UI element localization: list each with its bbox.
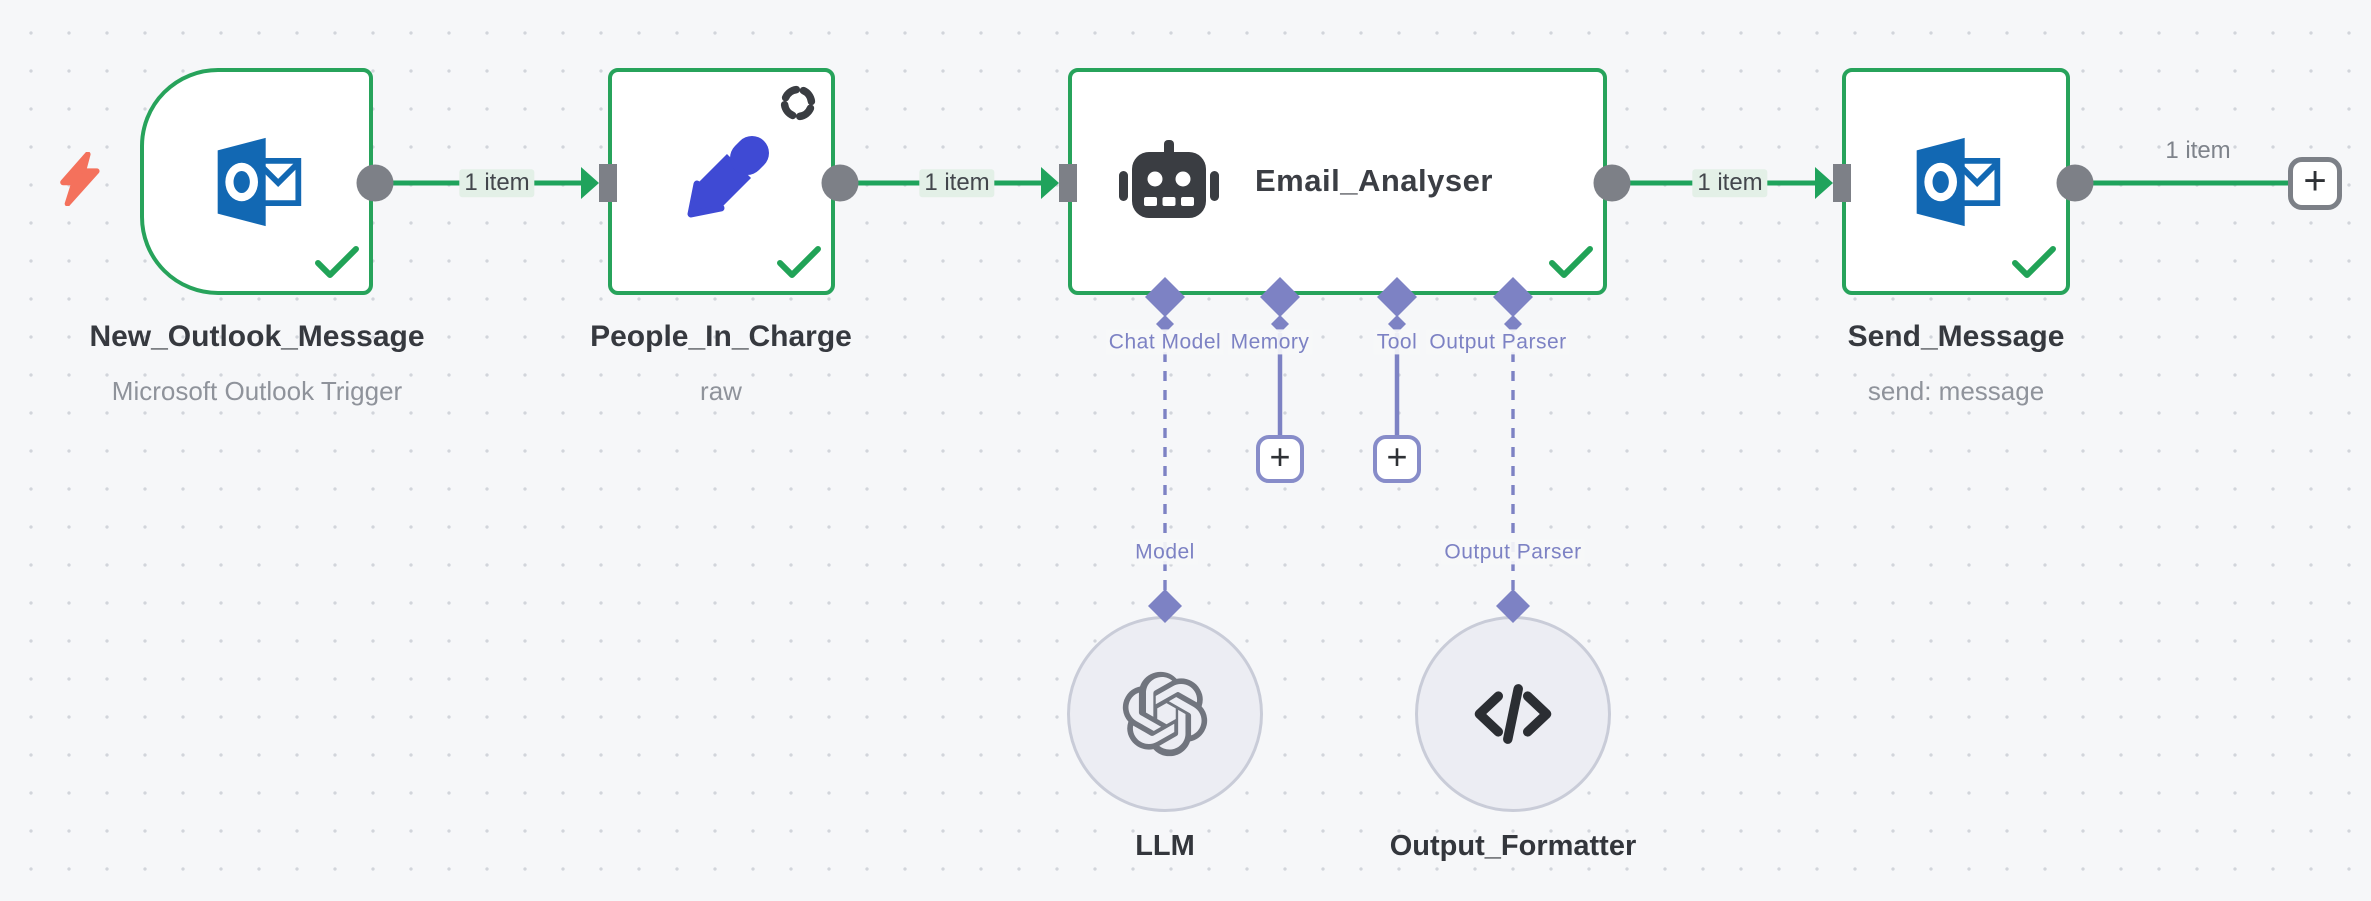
port-diamond-tool[interactable] — [1377, 277, 1417, 317]
outlook-icon — [1916, 137, 2001, 227]
input-handle-set[interactable] — [599, 164, 617, 202]
code-icon — [1474, 684, 1552, 744]
arrowhead-icon — [1815, 167, 1833, 199]
pencil-icon — [687, 136, 769, 218]
outlook-icon — [217, 137, 302, 227]
input-diamond-llm[interactable] — [1148, 589, 1182, 623]
success-check-icon — [315, 246, 359, 278]
link-label-output-parser: Output Parser — [1441, 539, 1585, 565]
success-check-icon — [2012, 246, 2056, 278]
add-tool-button[interactable]: + — [1373, 435, 1421, 483]
node-email-analyser[interactable]: Email_Analyser — [1068, 68, 1607, 295]
node-send-message[interactable] — [1842, 68, 2070, 295]
subnode-llm[interactable] — [1067, 616, 1263, 812]
node-title-set: People_In_Charge — [590, 320, 852, 353]
input-handle-send[interactable] — [1833, 164, 1851, 202]
agent-node-name: Email_Analyser — [1255, 163, 1493, 198]
input-diamond-formatter[interactable] — [1496, 589, 1530, 623]
subnode-title-llm: LLM — [1135, 830, 1195, 862]
node-subtitle-trigger: Microsoft Outlook Trigger — [111, 376, 403, 406]
lightning-icon — [60, 152, 100, 206]
success-check-icon — [777, 246, 821, 278]
output-handle-send[interactable] — [2056, 164, 2094, 202]
success-check-icon — [1549, 246, 1593, 278]
port-label-tool: Tool — [1373, 329, 1421, 355]
node-subtitle-send: send: message — [1867, 376, 2045, 406]
node-subtitle-set: raw — [700, 376, 742, 406]
input-handle-agent[interactable] — [1059, 164, 1077, 202]
port-diamond-small — [1388, 315, 1406, 333]
node-people-in-charge[interactable] — [608, 68, 835, 295]
port-diamond-small — [1271, 315, 1289, 333]
robot-icon — [1119, 140, 1219, 218]
subnode-title-formatter: Output_Formatter — [1389, 830, 1637, 862]
connection-label-1: 1 item — [459, 169, 535, 197]
connection-label-4: 1 item — [2165, 137, 2231, 165]
port-label-chat-model: Chat Model — [1105, 329, 1225, 355]
dashed-loop-icon — [780, 85, 816, 121]
output-handle-set[interactable] — [821, 164, 859, 202]
port-diamond-small — [1156, 315, 1174, 333]
node-title-trigger: New_Outlook_Message — [89, 320, 425, 353]
output-handle-trigger[interactable] — [356, 164, 394, 202]
port-label-output-parser: Output Parser — [1426, 329, 1570, 355]
port-diamond-chat-model[interactable] — [1145, 277, 1185, 317]
arrowhead-icon — [1041, 167, 1059, 199]
link-label-model: Model — [1132, 539, 1198, 565]
node-title-send: Send_Message — [1847, 320, 2065, 353]
add-memory-button[interactable]: + — [1256, 435, 1304, 483]
subnode-output-formatter[interactable] — [1415, 616, 1611, 812]
port-diamond-memory[interactable] — [1260, 277, 1300, 317]
add-next-node-button[interactable]: + — [2288, 157, 2342, 210]
connection-label-2: 1 item — [919, 169, 995, 197]
arrowhead-icon — [581, 167, 599, 199]
port-diamond-output-parser[interactable] — [1493, 277, 1533, 317]
port-label-memory: Memory — [1227, 329, 1313, 355]
openai-icon — [1122, 671, 1208, 757]
output-handle-agent[interactable] — [1593, 164, 1631, 202]
connection-label-3: 1 item — [1692, 169, 1768, 197]
port-diamond-small — [1504, 315, 1522, 333]
